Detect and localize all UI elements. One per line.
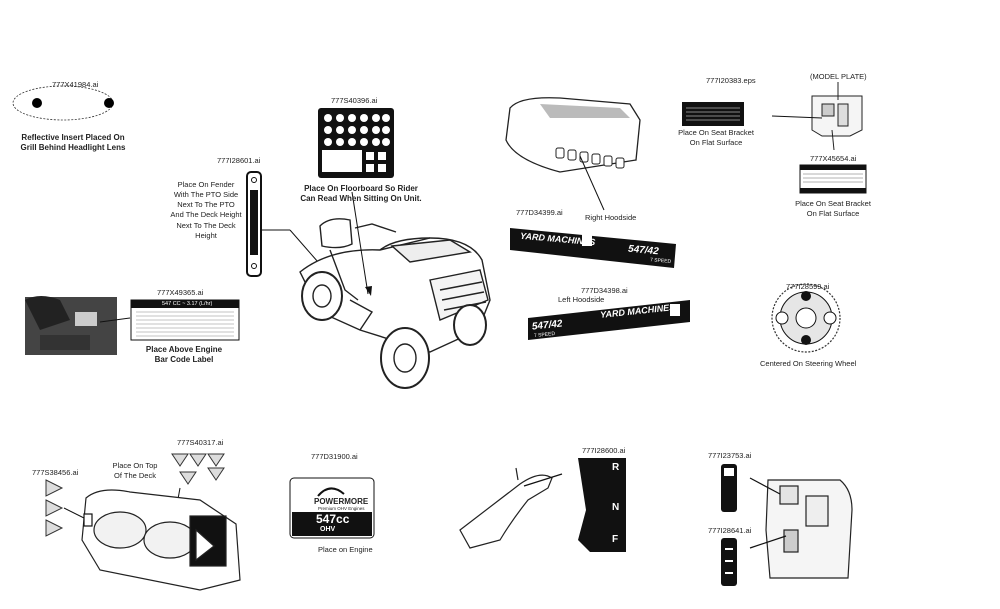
part-id-rnf: 777I28600.ai <box>582 446 626 455</box>
tractor-drawing <box>299 218 491 389</box>
part-id-deck-top: 777S40317.ai <box>177 438 224 447</box>
powermore-label <box>289 477 375 539</box>
part-id-fender: 777I28601.ai <box>217 156 261 165</box>
part-id-hood-left: 777D34398.ai <box>581 286 628 295</box>
deck-triangles-top <box>171 453 225 511</box>
part-id-hood-right: 777D34399.ai <box>516 208 563 217</box>
caption-reflective: Reflective Insert Placed On Grill Behind… <box>20 133 126 152</box>
engine-bar-label <box>130 299 240 341</box>
part-id-seat-info: 777X45654.ai <box>810 154 857 163</box>
rnf-f: F <box>612 534 619 545</box>
rnf-r: R <box>612 462 620 473</box>
part-id-model-label: 777I20383.eps <box>706 76 756 85</box>
decal-right-shape <box>510 228 676 268</box>
part-id-lever-2: 777I28641.ai <box>708 526 752 535</box>
rnf-n: N <box>612 502 620 513</box>
part-id-reflective: 777X41984.ai <box>52 80 99 89</box>
seat-bracket-drawing <box>771 82 863 151</box>
decal-left-shape <box>528 300 690 340</box>
caption-hood-right: Right Hoodside <box>585 213 637 222</box>
caption-hood-left: Left Hoodside <box>558 295 605 304</box>
caption-seat-info: Place On Seat Bracket On Flat Surface <box>795 199 871 219</box>
floorboard-decal-drawing <box>318 108 394 178</box>
steering-wheel-decal <box>771 283 841 353</box>
part-id-engine-label: 777X49365.ai <box>157 288 204 297</box>
lever-decal-1 <box>721 464 737 512</box>
part-id-floorboard: 777S40396.ai <box>331 96 378 105</box>
engine-photo <box>25 296 131 355</box>
part-id-deck-small: 777S38456.ai <box>32 468 79 477</box>
deck-small-triangles <box>45 479 89 537</box>
hood-right-drawing <box>505 97 641 211</box>
caption-steering: Centered On Steering Wheel <box>760 359 857 368</box>
fender-decal-drawing <box>246 171 319 277</box>
part-id-lever-1: 777I23753.ai <box>708 451 752 460</box>
powermore-brand: POWERMORE <box>314 497 369 506</box>
caption-fender: Place On Fender With The PTO Side Next T… <box>170 180 242 240</box>
reflective-insert-drawing <box>12 85 114 121</box>
pedal-drawing <box>459 467 563 549</box>
model-plate-tag: (MODEL PLATE) <box>810 72 867 81</box>
caption-powermore: Place on Engine <box>318 545 373 554</box>
caption-model-label: Place On Seat Bracket On Flat Surface <box>678 128 754 148</box>
caption-floorboard: Place On Floorboard So Rider Can Read Wh… <box>300 184 422 203</box>
lever-decal-2 <box>721 538 737 586</box>
engine-label-top-text: 547 CC ~ 3.17 (L/hr) <box>162 300 213 307</box>
mower-deck-drawing <box>81 489 241 591</box>
rnf-decal-shape <box>578 458 626 552</box>
powermore-type: OHV <box>320 526 336 533</box>
model-plate-label <box>682 102 744 126</box>
powermore-sub: Premium OHV Engines <box>318 506 365 511</box>
part-id-powermore: 777D31900.ai <box>311 452 358 461</box>
fender-panel-drawing <box>749 477 853 579</box>
part-id-steering: 777I28599.ai <box>786 282 830 291</box>
powermore-size: 547cc <box>316 512 350 526</box>
caption-deck-top: Place On Top Of The Deck <box>112 461 158 481</box>
caption-engine-label: Place Above Engine Bar Code Label <box>145 345 223 364</box>
seat-info-label <box>799 164 867 194</box>
